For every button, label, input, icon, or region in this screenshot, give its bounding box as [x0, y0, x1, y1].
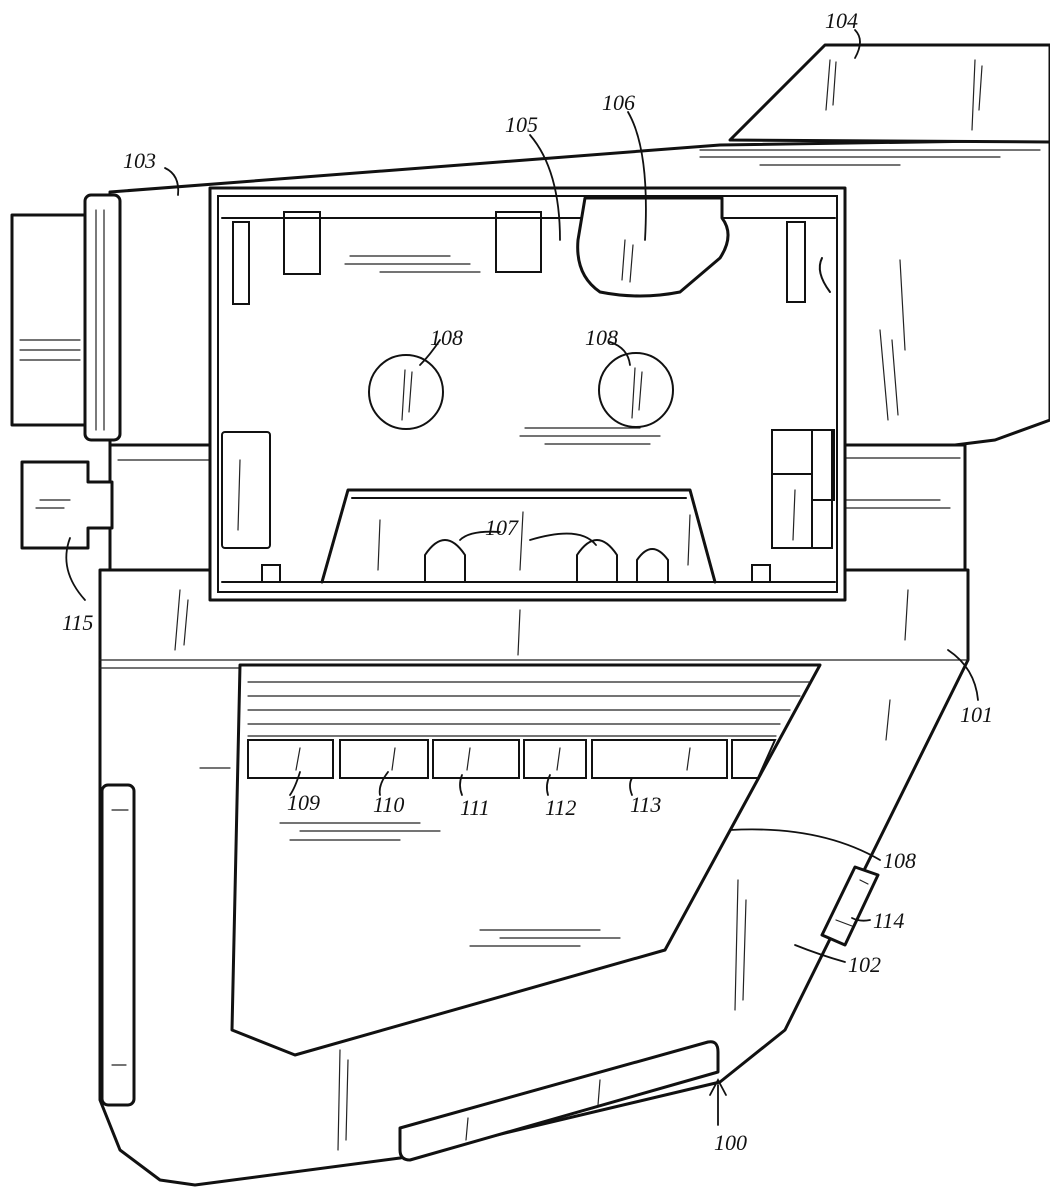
function-keys — [247, 739, 777, 779]
leader-lines — [65, 29, 979, 1126]
pin-107b — [576, 539, 618, 583]
main-body — [98, 568, 970, 1187]
label-112: 112 — [545, 795, 576, 820]
label-108-left: 108 — [430, 325, 463, 350]
label-113: 113 — [630, 792, 661, 817]
cutaway-106 — [576, 196, 730, 298]
label-114: 114 — [873, 908, 904, 933]
clip-tab — [20, 460, 114, 550]
pin-107a — [424, 539, 466, 583]
key-extra — [731, 739, 777, 779]
label-100: 100 — [714, 1130, 747, 1155]
pin-107c — [636, 548, 669, 583]
label-111: 111 — [460, 795, 490, 820]
label-110: 110 — [373, 792, 404, 817]
label-101: 101 — [960, 702, 993, 727]
label-106: 106 — [602, 90, 635, 115]
reel-right — [598, 352, 674, 428]
label-102: 102 — [848, 952, 881, 977]
reel-left — [368, 354, 444, 430]
label-104: 104 — [825, 8, 858, 33]
reference-labels: 103 104 105 106 108 108 107 115 101 109 … — [62, 8, 993, 1155]
label-109: 109 — [287, 790, 320, 815]
key-109 — [247, 739, 334, 779]
label-115: 115 — [62, 610, 93, 635]
key-113 — [591, 739, 728, 779]
label-103: 103 — [123, 148, 156, 173]
label-107: 107 — [485, 515, 519, 540]
label-108-body: 108 — [883, 848, 916, 873]
key-112 — [523, 739, 587, 779]
key-111 — [432, 739, 520, 779]
cassette-compartment — [208, 186, 847, 602]
side-knob — [10, 193, 122, 442]
label-105: 105 — [505, 112, 538, 137]
label-108-right: 108 — [585, 325, 618, 350]
